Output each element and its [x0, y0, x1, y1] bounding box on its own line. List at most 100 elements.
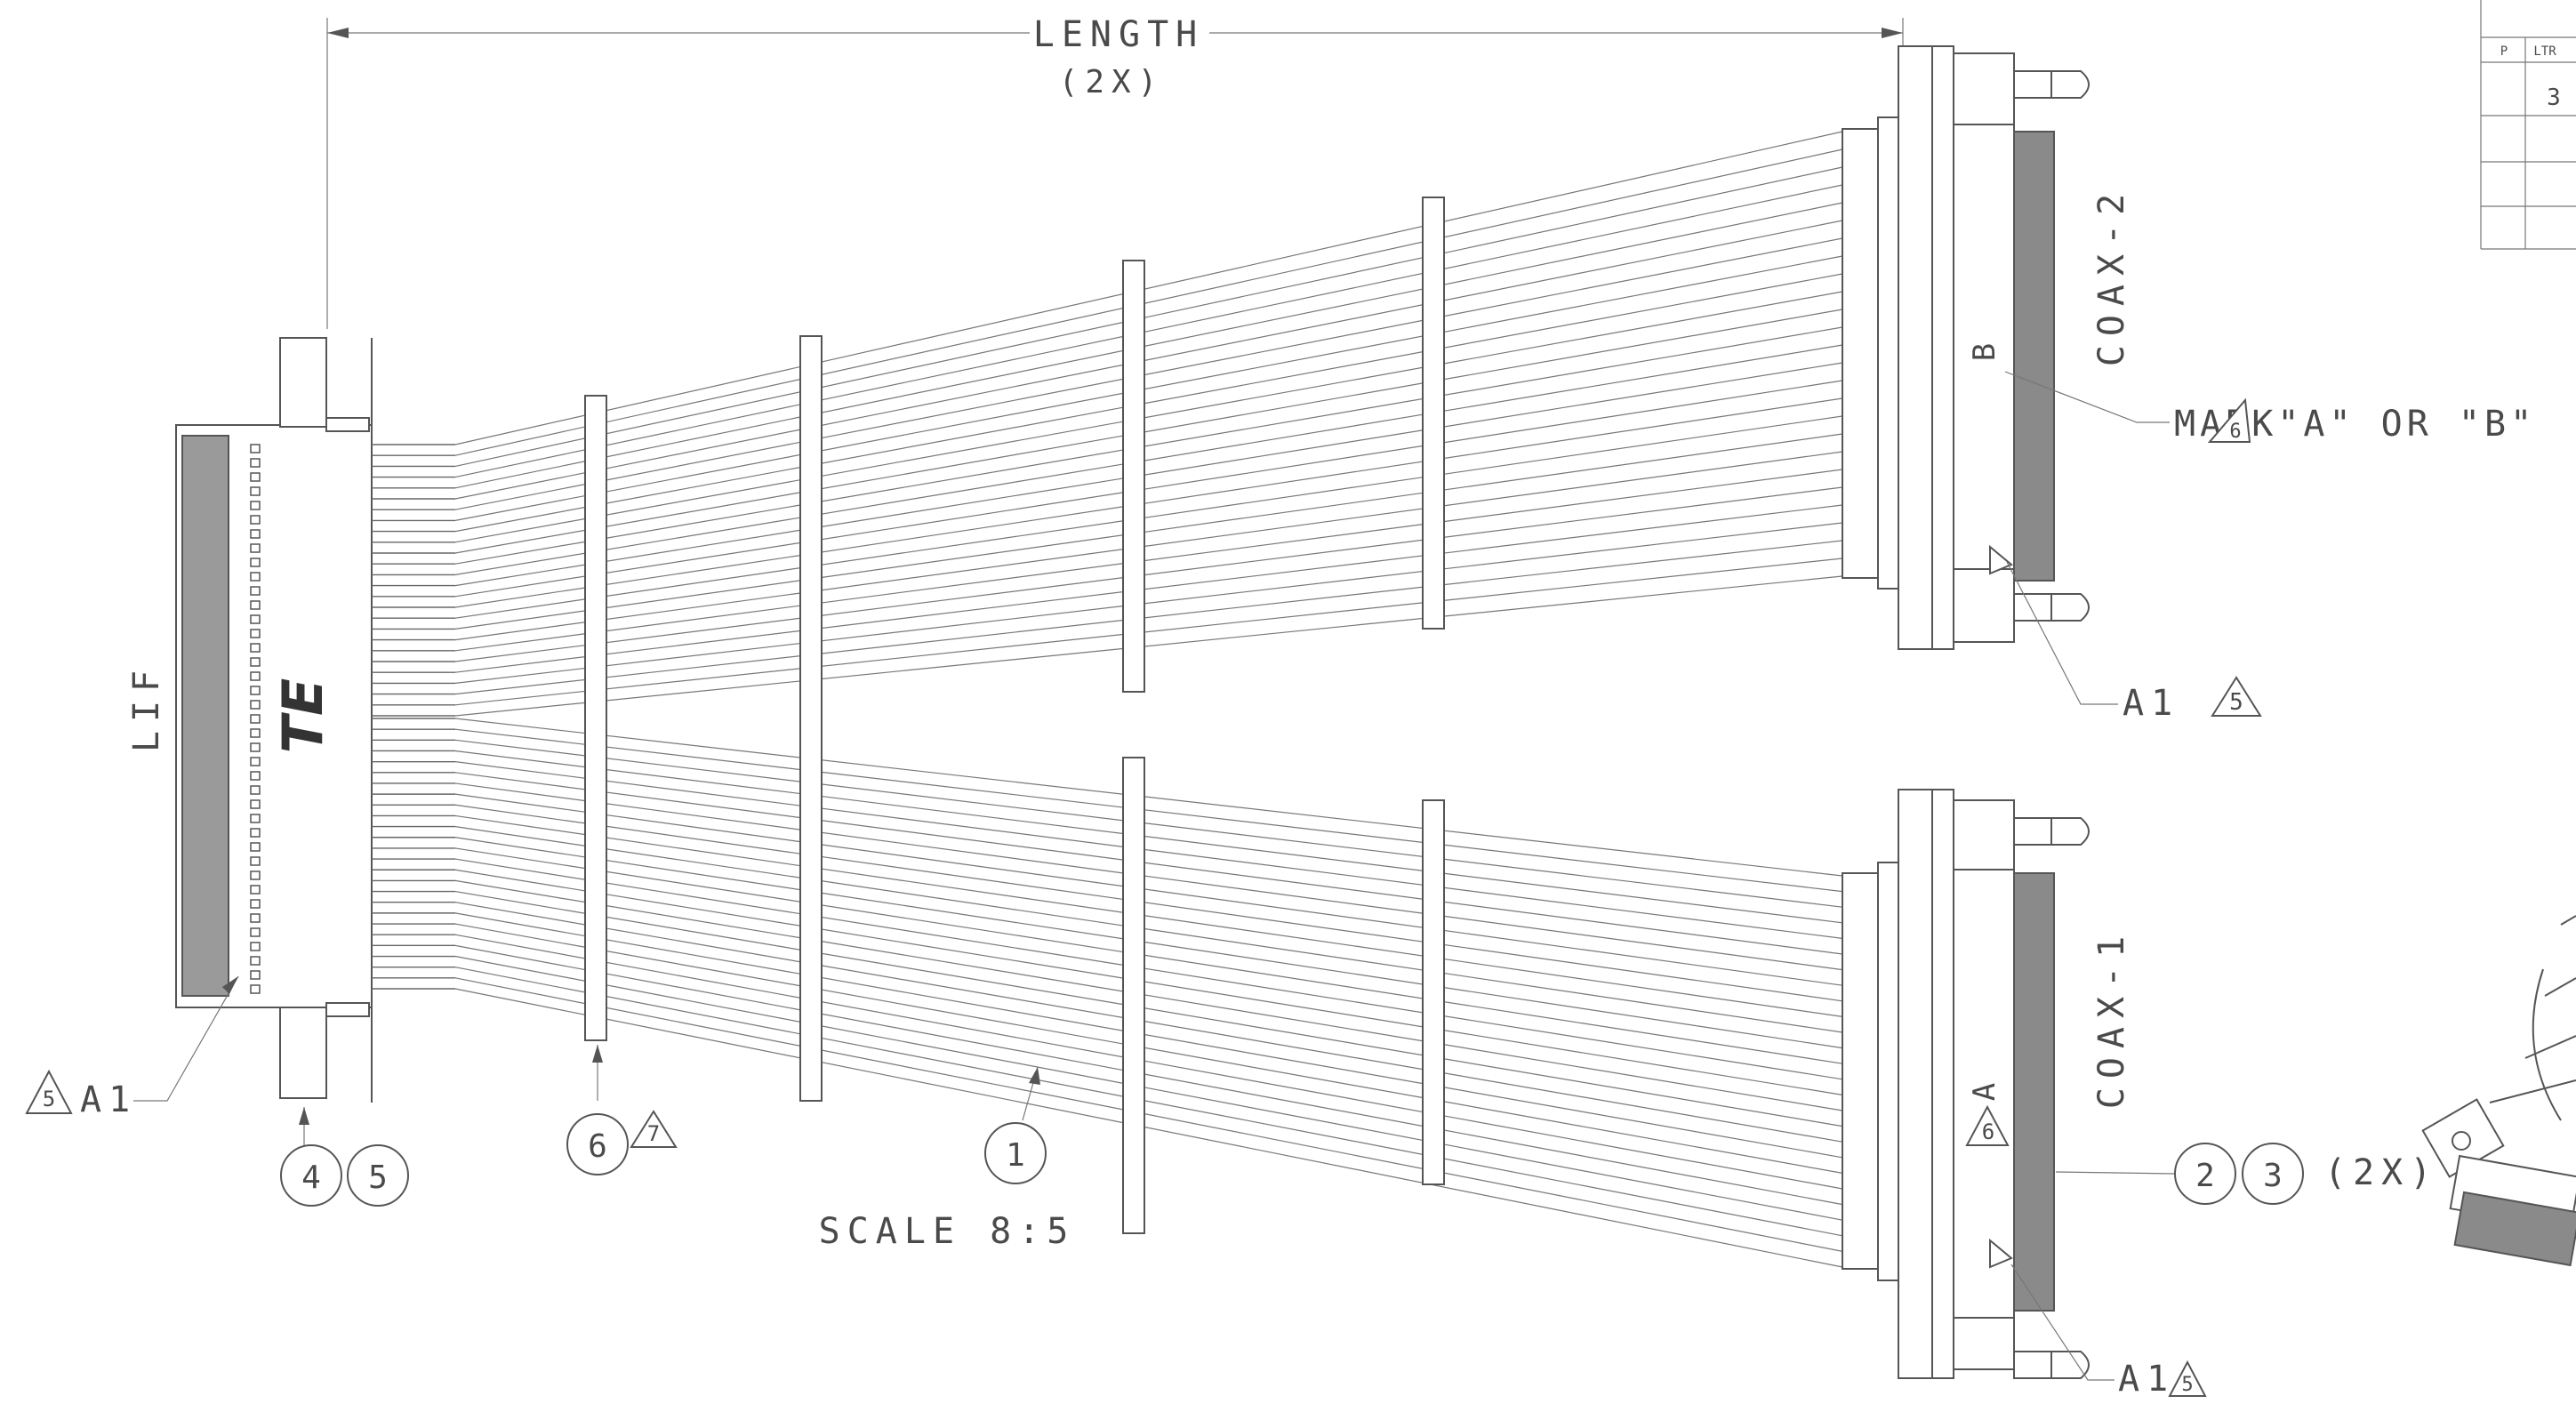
ribbon-wire [454, 772, 1843, 955]
marker-b: B [1967, 343, 2002, 361]
lif-pad [250, 472, 261, 482]
ribbon-wire [454, 273, 1843, 533]
coax1-label: COAX-1 [2091, 927, 2132, 1110]
lif-pad [250, 501, 261, 510]
ribbon-wire [454, 131, 1843, 445]
lif-pad [250, 614, 261, 624]
ribbon-cable [372, 131, 1843, 1268]
rev-header-p: P [2500, 44, 2508, 59]
ribbon-wire [454, 977, 1843, 1252]
lif-pad [250, 444, 261, 453]
lif-pad [250, 586, 261, 596]
svg-text:6: 6 [2229, 421, 2241, 443]
svg-text:5: 5 [43, 1087, 55, 1111]
balloon-4: 4 [280, 1144, 342, 1207]
ribbon-wire [454, 826, 1843, 1033]
svg-text:6: 6 [1982, 1119, 1994, 1144]
ribbon-wire [454, 967, 1843, 1237]
ribbon-wire [454, 451, 1843, 641]
lif-pad [250, 572, 261, 582]
ribbon-wire [454, 804, 1843, 1002]
lif-pad [250, 671, 261, 681]
ribbon-wire [454, 522, 1843, 684]
ribbon-wire [454, 433, 1843, 630]
lif-pad [250, 529, 261, 539]
ribbon-wire [454, 718, 1843, 877]
lif-connector: TE [175, 337, 373, 1103]
rev-header-ltr: LTR [2533, 44, 2556, 59]
ribbon-wire [454, 309, 1843, 554]
lif-pad [250, 600, 261, 610]
ribbon-wire [454, 362, 1843, 587]
lif-pad [250, 700, 261, 710]
lif-pad [250, 970, 261, 980]
svg-text:5: 5 [2181, 1374, 2193, 1396]
ribbon-wire [454, 750, 1843, 924]
lif-label: LIF [126, 662, 167, 752]
ribbon-wire [454, 255, 1843, 521]
lif-pad [250, 927, 261, 937]
length-qty-label: (2X) [1059, 64, 1165, 100]
a1-callout-label-lower: A1 [2118, 1359, 2175, 1400]
lif-pad [250, 629, 261, 638]
lif-pad-row [250, 444, 261, 994]
revision-table: P LTR 3 [2480, 0, 2576, 250]
lif-pad [250, 785, 261, 795]
lif-pad [250, 870, 261, 880]
lif-pad [250, 814, 261, 823]
lif-pad [250, 728, 261, 738]
flag-note-5-a1-lower: 5 [2168, 1360, 2207, 1397]
lif-pad [250, 942, 261, 951]
ribbon-clamps [584, 197, 1445, 1234]
ribbon-wire [454, 504, 1843, 673]
ribbon-wire [454, 486, 1843, 662]
ribbon-wire [454, 575, 1843, 717]
lif-pad [250, 558, 261, 567]
ribbon-wire [454, 944, 1843, 1206]
ribbon-wire [454, 858, 1843, 1080]
lif-pad [250, 757, 261, 766]
lif-pad [250, 714, 261, 724]
ribbon-wire [454, 397, 1843, 608]
ribbon-wire [454, 837, 1843, 1049]
flag-note-7: 7 [630, 1110, 678, 1148]
lif-pad [250, 984, 261, 994]
ribbon-wire [454, 558, 1843, 706]
marker-a: A [1967, 1083, 2002, 1101]
ribbon-wire [454, 923, 1843, 1174]
flag-note-5-a1-left: 5 [25, 1069, 73, 1114]
lif-pad [250, 486, 261, 496]
lif-pad [250, 956, 261, 966]
svg-text:1: 1 [1006, 1137, 1025, 1174]
length-label: LENGTH [1033, 14, 1205, 55]
lif-pad [250, 686, 261, 695]
ribbon-wire [454, 782, 1843, 971]
qty-2x-label: (2X) [2324, 1152, 2438, 1193]
lif-pad [250, 643, 261, 653]
lif-pad [250, 842, 261, 852]
ribbon-wire [454, 761, 1843, 939]
lif-pad [250, 515, 261, 525]
ribbon-wire [454, 220, 1843, 500]
ribbon-wire [454, 415, 1843, 619]
lif-pad [250, 543, 261, 553]
ribbon-wire [454, 912, 1843, 1159]
ribbon-wire [454, 166, 1843, 467]
balloon-3: 3 [2242, 1143, 2304, 1205]
leader-lines [133, 371, 2175, 1381]
balloon-6: 6 [566, 1113, 629, 1175]
a1-callout-label: A1 [2123, 683, 2179, 724]
ribbon-wire [454, 326, 1843, 565]
lif-pad [250, 856, 261, 866]
ribbon-wire [454, 728, 1843, 893]
lif-pad [250, 799, 261, 809]
svg-text:5: 5 [368, 1159, 388, 1196]
ribbon-wire [454, 184, 1843, 478]
ribbon-wire [454, 955, 1843, 1221]
lif-pad [250, 885, 261, 895]
lif-pad [250, 657, 261, 667]
ribbon-wire [454, 380, 1843, 598]
flag-note-5-a1: 5 [2211, 676, 2262, 717]
flag-note-6-coax1: 6 [1965, 1104, 2010, 1146]
